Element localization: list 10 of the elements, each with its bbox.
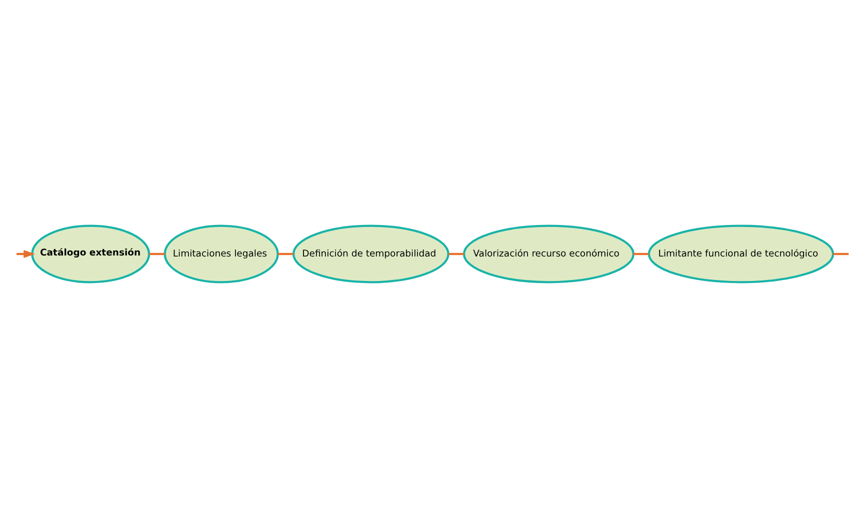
node-ellipse: Valorización recurso económico (462, 224, 635, 283)
node-ellipse: Catálogo extensión (31, 224, 150, 283)
node-ellipse: Limitante funcional de tecnológico (648, 224, 834, 283)
connector (448, 252, 464, 255)
node-ellipse: Limitaciones legales (164, 224, 279, 283)
connector (149, 252, 165, 255)
connector (833, 252, 849, 255)
node-ellipse: Definición de temporabilidad (292, 224, 450, 283)
connector (278, 252, 294, 255)
connector (633, 252, 649, 255)
